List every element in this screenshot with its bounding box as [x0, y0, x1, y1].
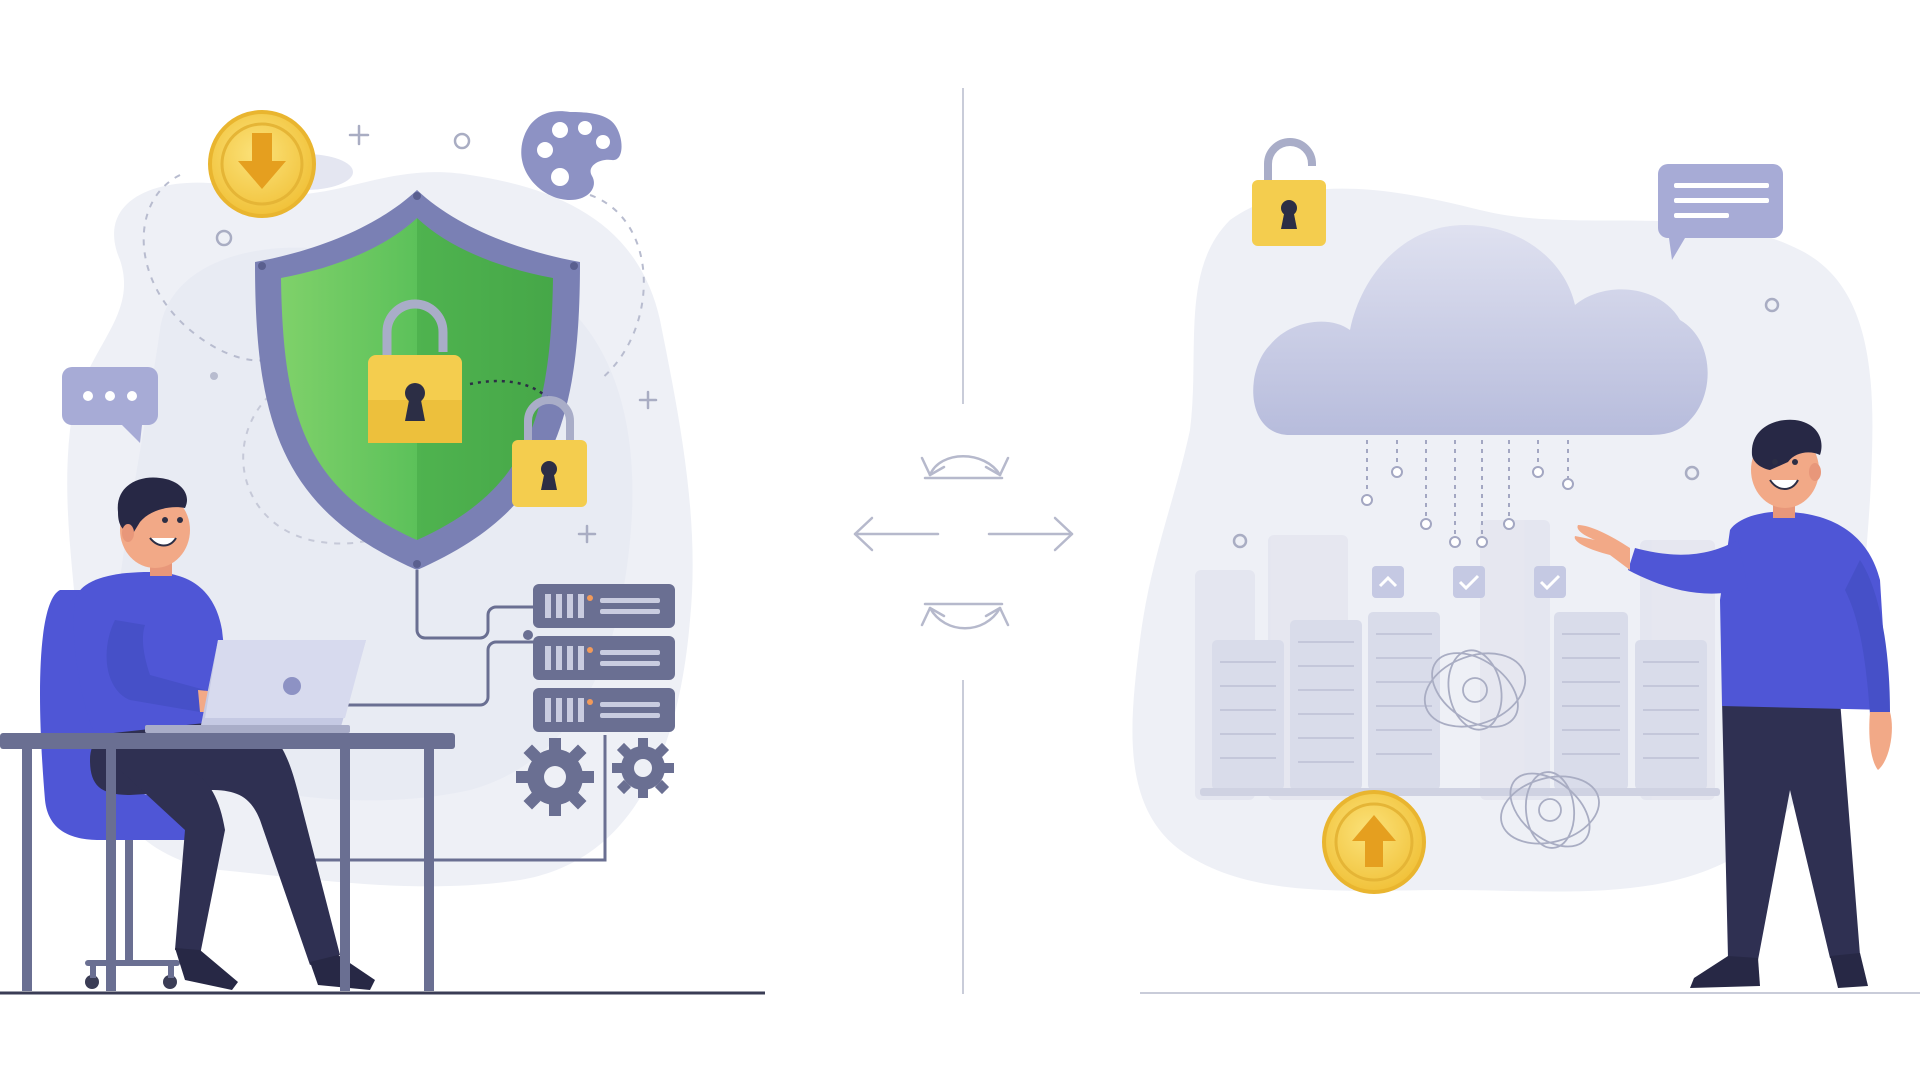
desk: [0, 733, 455, 991]
plus-sparkle-icon: [348, 124, 370, 146]
padlock-small-icon: [512, 396, 587, 507]
cable-line: [340, 640, 535, 707]
server-rack-icon: [1200, 612, 1720, 796]
chat-bubble-icon: [62, 367, 158, 443]
right-panel: [1132, 138, 1920, 994]
network-orbit-icon: [1423, 649, 1527, 731]
left-panel: [0, 110, 765, 995]
gear-icon: [516, 738, 594, 816]
dashed-orbit-line: [589, 194, 645, 381]
server-rack-icon: [533, 584, 675, 732]
data-drip-lines: [1366, 440, 1569, 536]
cable-line: [300, 735, 607, 862]
person-standing: [1574, 419, 1892, 988]
message-bubble-icon: [1658, 164, 1783, 260]
padlock-icon: [368, 299, 462, 443]
ring-dot: [1764, 297, 1780, 313]
checkbox-icon: [1372, 566, 1404, 598]
data-drip-dots: [1361, 466, 1574, 548]
plus-sparkle-icon: [577, 524, 597, 544]
dashed-orbit-line: [142, 174, 293, 362]
person-at-laptop: [73, 477, 375, 990]
sync-bottom-icon: [920, 602, 1010, 630]
dot: [210, 372, 218, 380]
plus-sparkle-icon: [638, 390, 658, 410]
network-orbit-icon: [1500, 771, 1600, 849]
ring-dot: [215, 229, 233, 247]
cable-line: [415, 570, 535, 640]
center-divider: [853, 88, 1074, 994]
checkbox-icon: [1534, 566, 1566, 598]
server-rack-lines: [1220, 633, 1699, 763]
ring-dot: [1684, 465, 1700, 481]
left-arrow-icon: [853, 516, 940, 552]
unlocked-padlock-icon: [1252, 138, 1326, 246]
checkbox-icon: [1453, 566, 1485, 598]
sync-top-icon: [920, 455, 1010, 480]
dotted-connector: [469, 379, 551, 401]
upload-coin-icon: [1322, 790, 1426, 894]
gear-icon: [612, 738, 674, 798]
laptop-icon: [145, 640, 366, 733]
dashed-orbit-line: [242, 379, 413, 545]
palette-icon: [521, 111, 622, 200]
ring-dot: [1232, 533, 1248, 549]
download-coin-icon: [208, 110, 353, 218]
cloud-icon: [1253, 225, 1708, 435]
right-arrow-icon: [987, 516, 1074, 552]
ring-dot: [453, 132, 471, 150]
